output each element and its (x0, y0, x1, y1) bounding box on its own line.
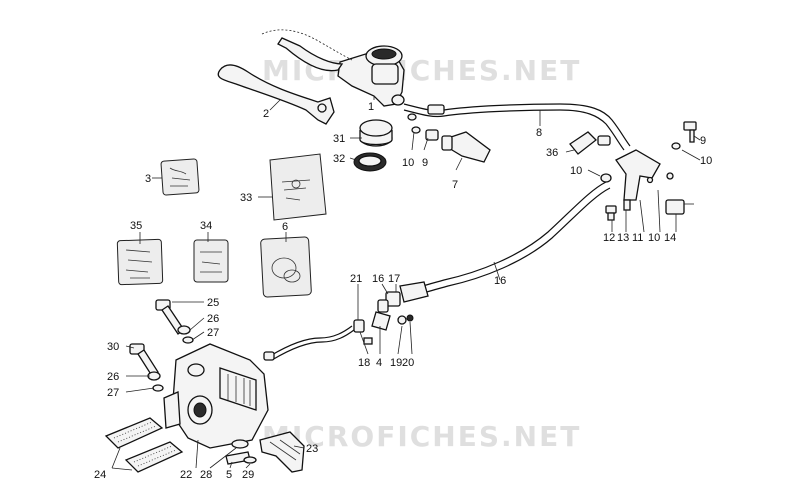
label-23: 23 (306, 443, 318, 455)
label-6: 6 (282, 221, 288, 233)
label-35: 35 (130, 220, 142, 232)
label-17: 17 (388, 273, 400, 285)
caliper-bolt-25 (155, 299, 185, 335)
brake-caliper (163, 343, 269, 449)
label-31: 31 (333, 133, 345, 145)
label-26-lower: 26 (107, 371, 119, 383)
label-14: 14 (664, 232, 676, 244)
clip-29 (243, 456, 257, 464)
label-4: 4 (376, 357, 382, 369)
washer-26-upper (177, 325, 191, 335)
caliper-bolt-30 (129, 343, 159, 377)
pad-spring (259, 431, 305, 473)
label-10-right: 10 (700, 155, 712, 167)
brake-lever (217, 64, 335, 125)
label-24: 24 (94, 469, 106, 481)
reservoir-cap (359, 119, 393, 147)
rubber-boot (441, 131, 491, 163)
label-29: 29 (242, 469, 254, 481)
label-5: 5 (226, 469, 232, 481)
label-10-left: 10 (402, 157, 414, 169)
bolt-12 (605, 205, 617, 221)
banjo-bolt-upper (407, 113, 439, 141)
kit-bag-3 (160, 158, 200, 196)
label-25: 25 (207, 297, 219, 309)
brake-pads (104, 417, 184, 473)
master-cylinder (277, 37, 405, 107)
label-9-left: 9 (422, 157, 428, 169)
washer-13 (623, 199, 631, 211)
label-10-mid: 10 (570, 165, 582, 177)
label-32: 32 (333, 153, 345, 165)
label-26-upper: 26 (207, 313, 219, 325)
upper-brake-hose (403, 103, 631, 151)
label-10-bottom: 10 (648, 232, 660, 244)
hose-bracket (569, 131, 611, 155)
kit-bag-34 (193, 239, 229, 283)
label-12: 12 (603, 232, 615, 244)
leader-lines (111, 96, 701, 471)
label-9-right: 9 (700, 135, 706, 147)
label-1: 1 (368, 101, 374, 113)
label-16-fitting: 16 (372, 273, 384, 285)
label-3: 3 (145, 173, 151, 185)
kit-bag-35 (116, 238, 164, 286)
label-19: 19 (390, 357, 402, 369)
watermark-bottom: MICROFICHES.NET (262, 420, 581, 453)
brake-light-switch (615, 149, 694, 215)
washer-27-lower (152, 384, 164, 392)
label-13: 13 (617, 232, 629, 244)
label-20: 20 (402, 357, 414, 369)
label-8: 8 (536, 127, 542, 139)
label-34: 34 (200, 220, 212, 232)
label-11: 11 (632, 232, 643, 244)
label-22: 22 (180, 469, 192, 481)
label-30: 30 (107, 341, 119, 353)
washer-27-upper (182, 336, 194, 344)
label-18: 18 (358, 357, 370, 369)
label-16-hose: 16 (494, 275, 506, 287)
pin-28 (231, 439, 249, 449)
kit-bag-6 (260, 236, 312, 298)
caliper-brake-pipe (263, 325, 355, 361)
bolt-right (671, 121, 697, 150)
union-fittings (353, 291, 414, 345)
label-33: 33 (240, 192, 252, 204)
label-36: 36 (546, 147, 558, 159)
label-27-lower: 27 (107, 387, 119, 399)
lower-brake-hose (399, 181, 611, 303)
label-28: 28 (200, 469, 212, 481)
label-7: 7 (452, 179, 458, 191)
part-labels: 1 2 3 4 5 6 7 8 9 9 10 10 10 10 11 12 13… (94, 101, 712, 481)
label-2: 2 (263, 108, 269, 120)
label-27-upper: 27 (207, 327, 219, 339)
kit-bag-33 (269, 153, 327, 221)
label-21: 21 (350, 273, 362, 285)
reservoir-seal (353, 152, 387, 172)
fitting-10-mid (600, 173, 612, 183)
